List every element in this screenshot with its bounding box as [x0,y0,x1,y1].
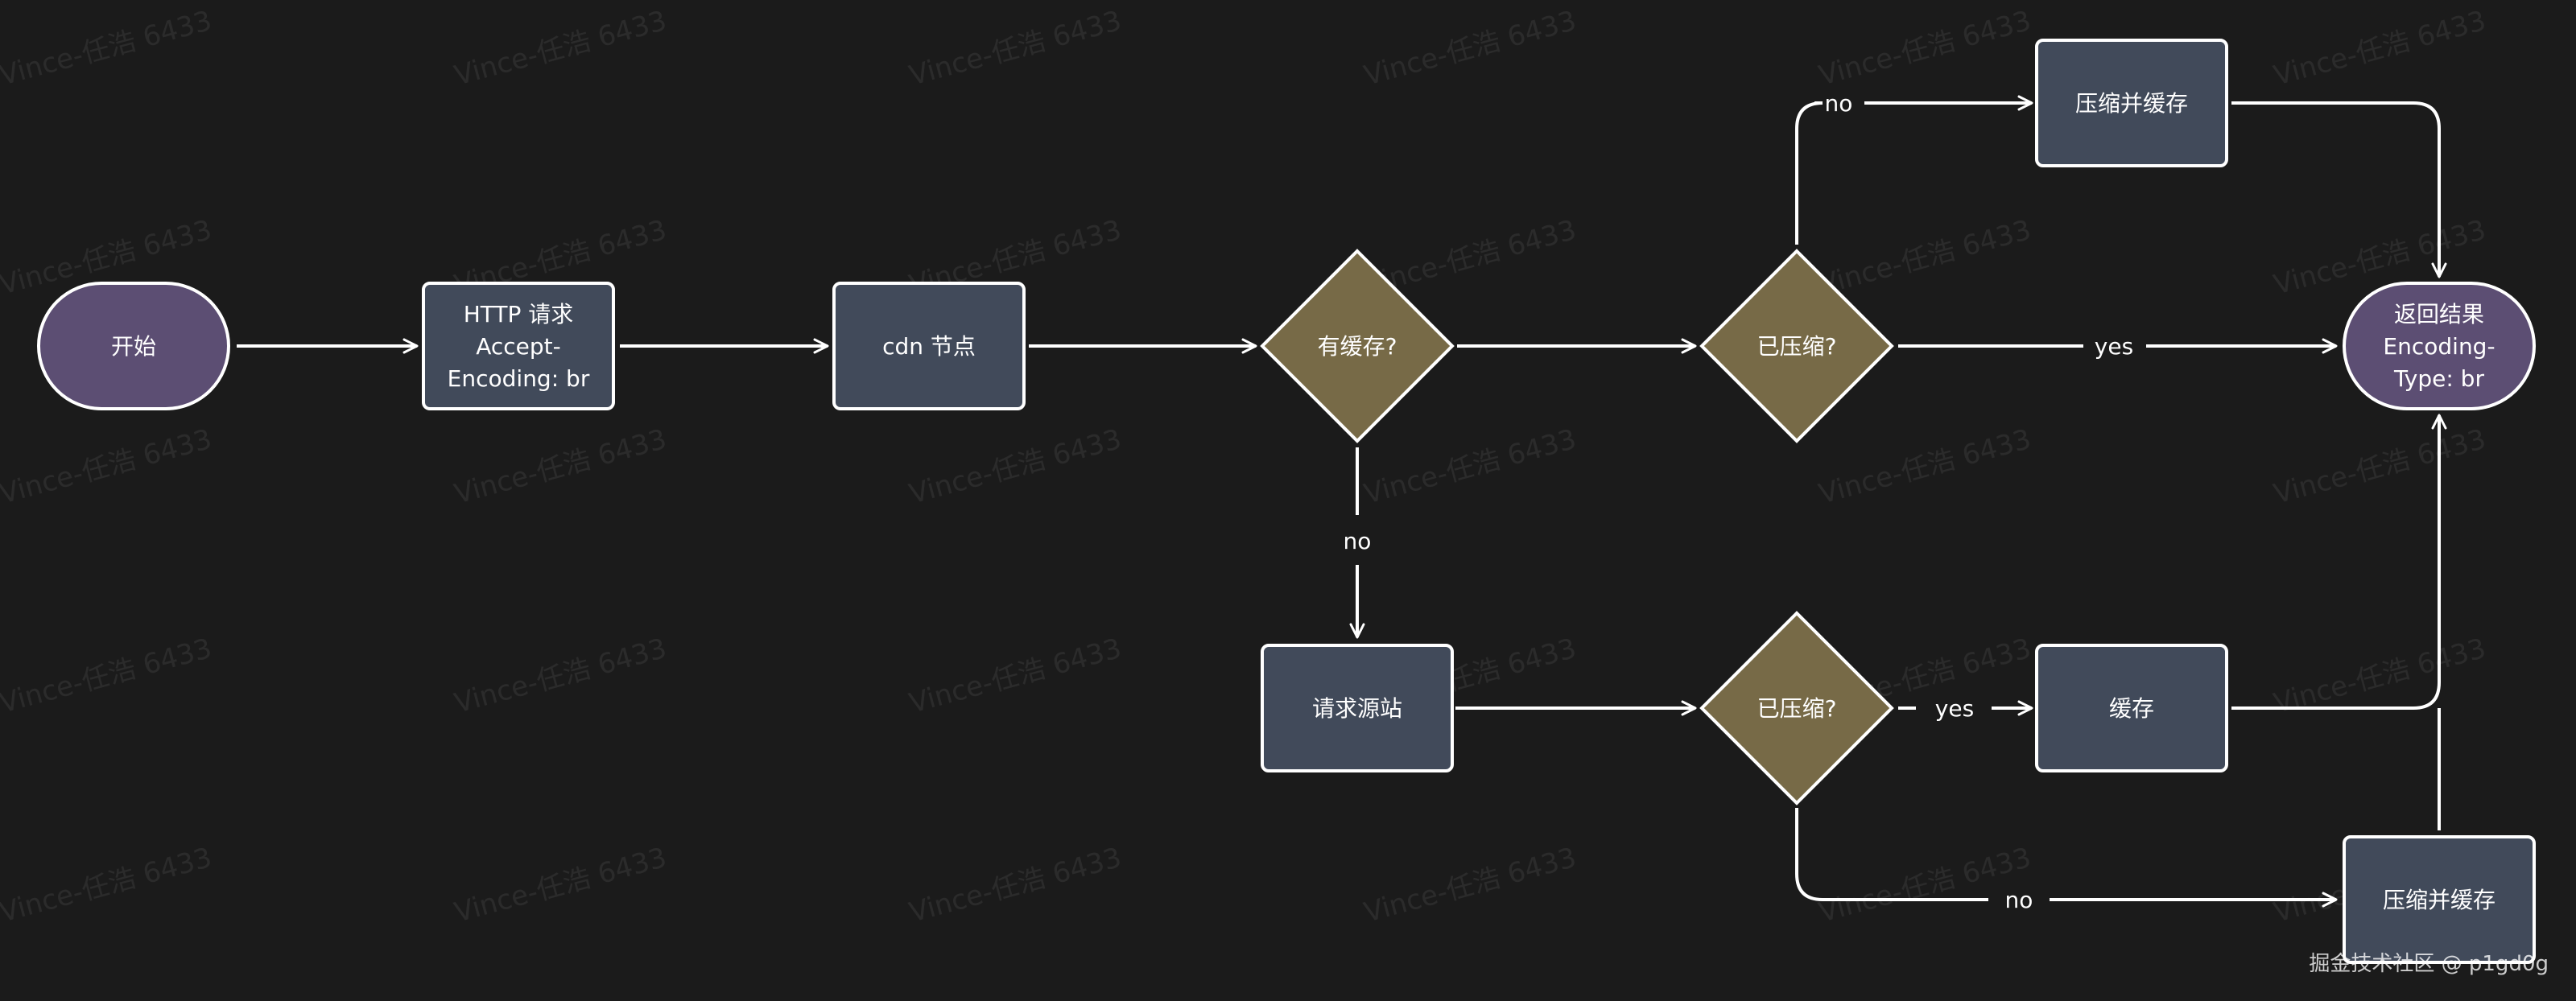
watermark-text: Vince-任浩 6433 [2270,423,2489,511]
compressed-bottom-decision [1699,611,1894,805]
watermark-text: Vince-任浩 6433 [0,632,215,720]
watermark-text: Vince-任浩 6433 [451,842,670,929]
edge-label-bottom-no: no [2005,887,2033,913]
http-request-node [422,282,615,410]
cache-label: 缓存 [2109,695,2154,722]
watermark-text: Vince-任浩 6433 [0,423,215,511]
http-request-label-line3: Encoding: br [448,365,590,392]
compressed-top-label: 已压缩? [1757,333,1837,360]
edge-compressed-top-no-a [1795,101,1823,245]
edge-label-top-no: no [1825,90,1853,117]
edge-label-has-cache-no: no [1344,528,1372,554]
return-result-label-line1: 返回结果 [2394,301,2484,327]
compressed-bottom-label: 已压缩? [1757,695,1837,722]
compressed-top-decision [1699,249,1894,443]
watermark-text: Vince-任浩 6433 [1360,423,1579,511]
return-result-label-line2: Encoding- [2383,333,2495,360]
watermark-text: Vince-任浩 6433 [906,632,1125,720]
cache-node [2035,644,2228,772]
cdn-node [832,282,1026,410]
edge-compress-top-to-return [2231,101,2447,278]
watermark-text: Vince-任浩 6433 [1360,842,1579,929]
watermark-text: Vince-任浩 6433 [906,842,1125,929]
watermark-text: Vince-任浩 6433 [0,842,215,929]
watermark-text: Vince-任浩 6433 [451,423,670,511]
watermark-text: Vince-任浩 6433 [1815,842,2034,929]
compress-cache-top-label: 压缩并缓存 [2075,90,2188,117]
request-origin-node [1261,644,1454,772]
cdn-node-label: cdn 节点 [882,333,976,360]
watermark-text: Vince-任浩 6433 [1815,423,2034,511]
watermark-text: Vince-任浩 6433 [451,632,670,720]
connectors [237,95,2447,908]
has-cache-decision [1260,249,1455,443]
edge-label-top-yes: yes [2095,333,2133,360]
return-result-label-line3: Type: br [2393,365,2484,392]
watermark-text: Vince-任浩 6433 [0,5,215,93]
return-result-node [2343,282,2536,410]
edge-compressed-bottom-no-a [1795,808,1988,901]
watermark-text: Vince-任浩 6433 [1360,5,1579,93]
start-node [37,282,230,410]
http-request-label-line2: Accept- [476,333,561,360]
has-cache-label: 有缓存? [1318,333,1397,360]
edge-label-bottom-yes: yes [1935,695,1974,722]
request-origin-label: 请求源站 [1312,695,1402,722]
credit-text: 掘金技术社区 @ p1gd0g [2309,952,2549,976]
watermark-text: Vince-任浩 6433 [1815,5,2034,93]
watermark-text: Vince-任浩 6433 [451,5,670,93]
watermark-text: Vince-任浩 6433 [906,423,1125,511]
edge-cache-to-return [2231,414,2447,710]
compress-cache-bottom-node [2343,835,2536,964]
watermark-text: Vince-任浩 6433 [1815,214,2034,302]
watermark-text: Vince-任浩 6433 [2270,5,2489,93]
http-request-label-line1: HTTP 请求 [464,301,574,327]
watermark-text: Vince-任浩 6433 [906,5,1125,93]
compress-cache-bottom-label: 压缩并缓存 [2383,887,2496,913]
compress-cache-top-node [2035,39,2228,167]
start-node-label: 开始 [111,333,156,360]
